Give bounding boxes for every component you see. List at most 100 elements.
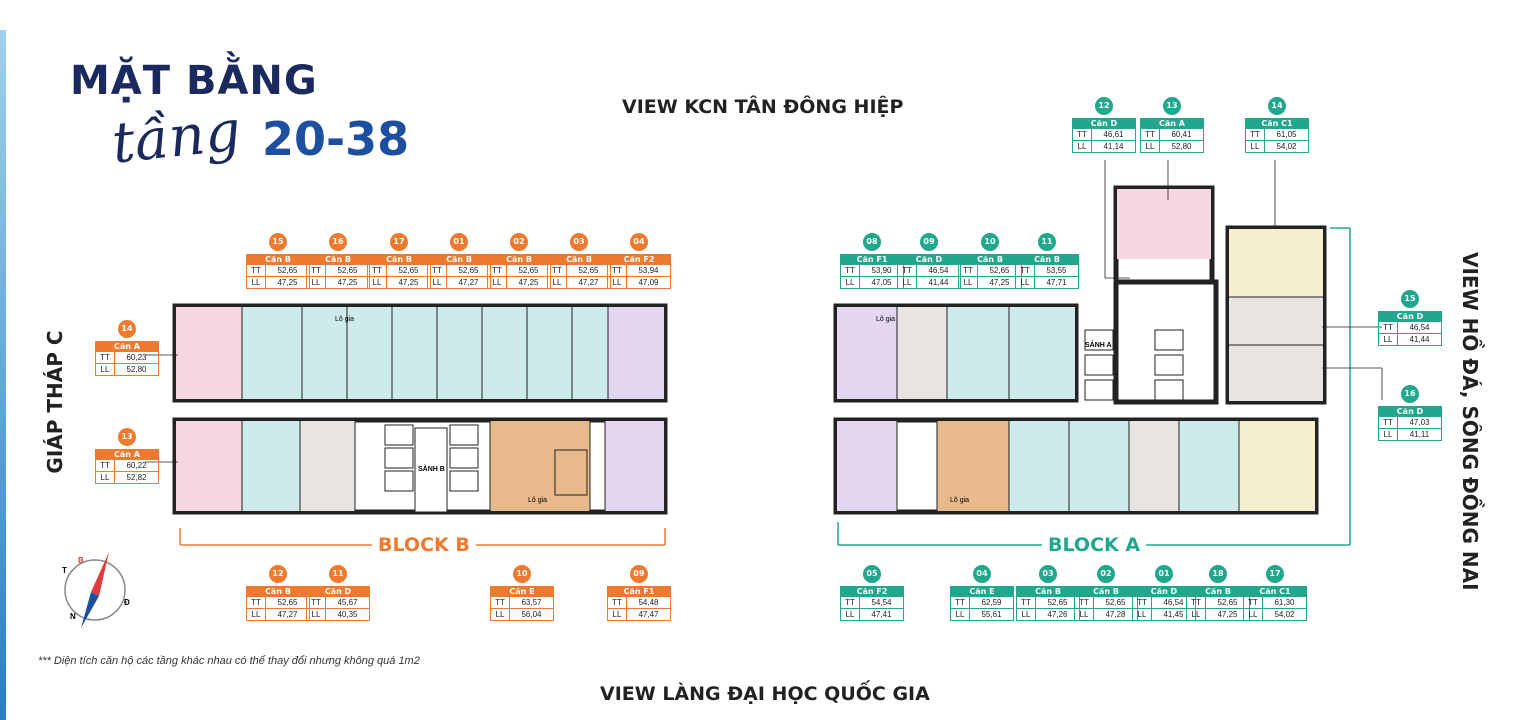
- loggia-label: Lô gia: [528, 497, 548, 504]
- unit-type: Căn A: [95, 449, 159, 460]
- loggia-label: Lô gia: [876, 316, 896, 323]
- unit-type: Căn C1: [1243, 586, 1307, 597]
- unit-number: 13: [118, 428, 136, 446]
- compass-south: N: [70, 612, 76, 621]
- unit-type: Căn B: [306, 254, 370, 265]
- unit-number: 14: [118, 320, 136, 338]
- unit-type: Căn F1: [840, 254, 904, 265]
- unit-number: 17: [390, 233, 408, 251]
- unit-number: 05: [863, 565, 881, 583]
- unit-number: 11: [1038, 233, 1056, 251]
- title-floors: 20-38: [262, 112, 410, 166]
- unit-number: 09: [920, 233, 938, 251]
- unit-number: 01: [1155, 565, 1173, 583]
- page-title: MẶT BẰNG: [70, 58, 318, 104]
- unit-number: 16: [329, 233, 347, 251]
- loggia-label: Lô gia: [950, 497, 970, 504]
- unit-number: 01: [450, 233, 468, 251]
- unit-type: Căn A: [1140, 118, 1204, 129]
- unit-type: Căn B: [1074, 586, 1138, 597]
- unit-type: Căn B: [1186, 586, 1250, 597]
- unit-number: 09: [630, 565, 648, 583]
- unit-type: Căn A: [95, 341, 159, 352]
- unit-number: 14: [1268, 97, 1286, 115]
- unit-type: Căn B: [246, 586, 310, 597]
- view-top-label: VIEW KCN TÂN ĐÔNG HIỆP: [622, 96, 904, 118]
- unit-number: 18: [1209, 565, 1227, 583]
- unit-number: 12: [269, 565, 287, 583]
- unit-type: Căn B: [958, 254, 1022, 265]
- compass-west: T: [62, 566, 67, 575]
- block-b-label: BLOCK B: [372, 534, 476, 556]
- unit-type: Căn B: [367, 254, 431, 265]
- unit-type: Căn B: [246, 254, 310, 265]
- unit-number: 02: [510, 233, 528, 251]
- unit-type: Căn F1: [607, 586, 671, 597]
- unit-type: Căn D: [1132, 586, 1196, 597]
- unit-type: Căn D: [306, 586, 370, 597]
- unit-type: Căn C1: [1245, 118, 1309, 129]
- unit-type: Căn D: [1378, 406, 1442, 417]
- unit-number: 04: [630, 233, 648, 251]
- compass-north: B: [78, 556, 84, 565]
- unit-number: 04: [973, 565, 991, 583]
- unit-number: 03: [570, 233, 588, 251]
- edge-strip: [0, 30, 6, 720]
